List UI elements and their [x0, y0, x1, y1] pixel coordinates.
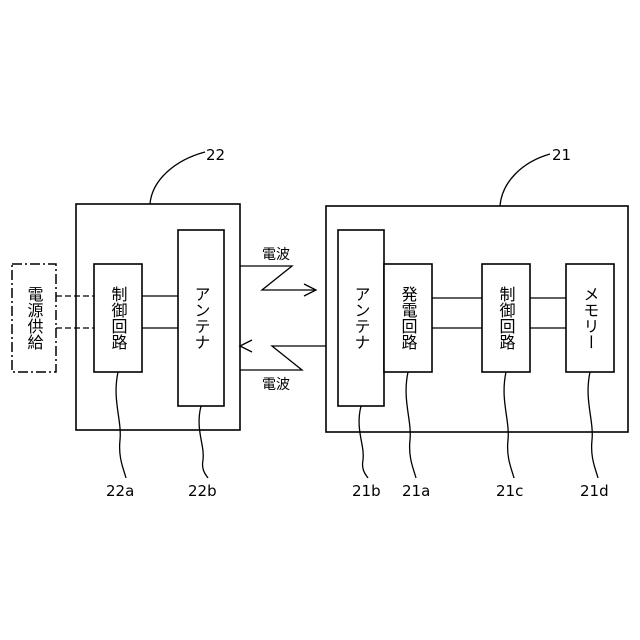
- radio-wave-top-label: 電波: [262, 247, 290, 263]
- memory-21d-label: メモリー: [581, 286, 600, 350]
- device-21-leader: [500, 154, 550, 206]
- radio-wave-top-arrow: [240, 266, 316, 290]
- device-22-leader: [150, 152, 205, 204]
- generator-circuit-21a-label: 発電回路: [399, 286, 418, 350]
- antenna-21b-label: アンテナ: [352, 286, 371, 350]
- radio-wave-bottom-label: 電波: [262, 377, 290, 393]
- antenna-22b-label: アンテナ: [192, 286, 211, 350]
- ref-21d: 21d: [580, 482, 609, 500]
- power-supply-label: 電源供給: [25, 286, 44, 350]
- ref-21a: 21a: [402, 482, 430, 500]
- ref-21b: 21b: [352, 482, 381, 500]
- device-21-ref: 21: [552, 146, 571, 164]
- ref-22b: 22b: [188, 482, 217, 500]
- device-22-ref: 22: [206, 146, 225, 164]
- control-circuit-22a-label: 制御回路: [109, 286, 128, 350]
- control-circuit-21c-label: 制御回路: [497, 286, 516, 350]
- radio-wave-bottom-arrow: [240, 346, 326, 370]
- ref-22a: 22a: [106, 482, 134, 500]
- radio-wave-bottom-arrowhead: [240, 340, 252, 352]
- ref-21c: 21c: [496, 482, 523, 500]
